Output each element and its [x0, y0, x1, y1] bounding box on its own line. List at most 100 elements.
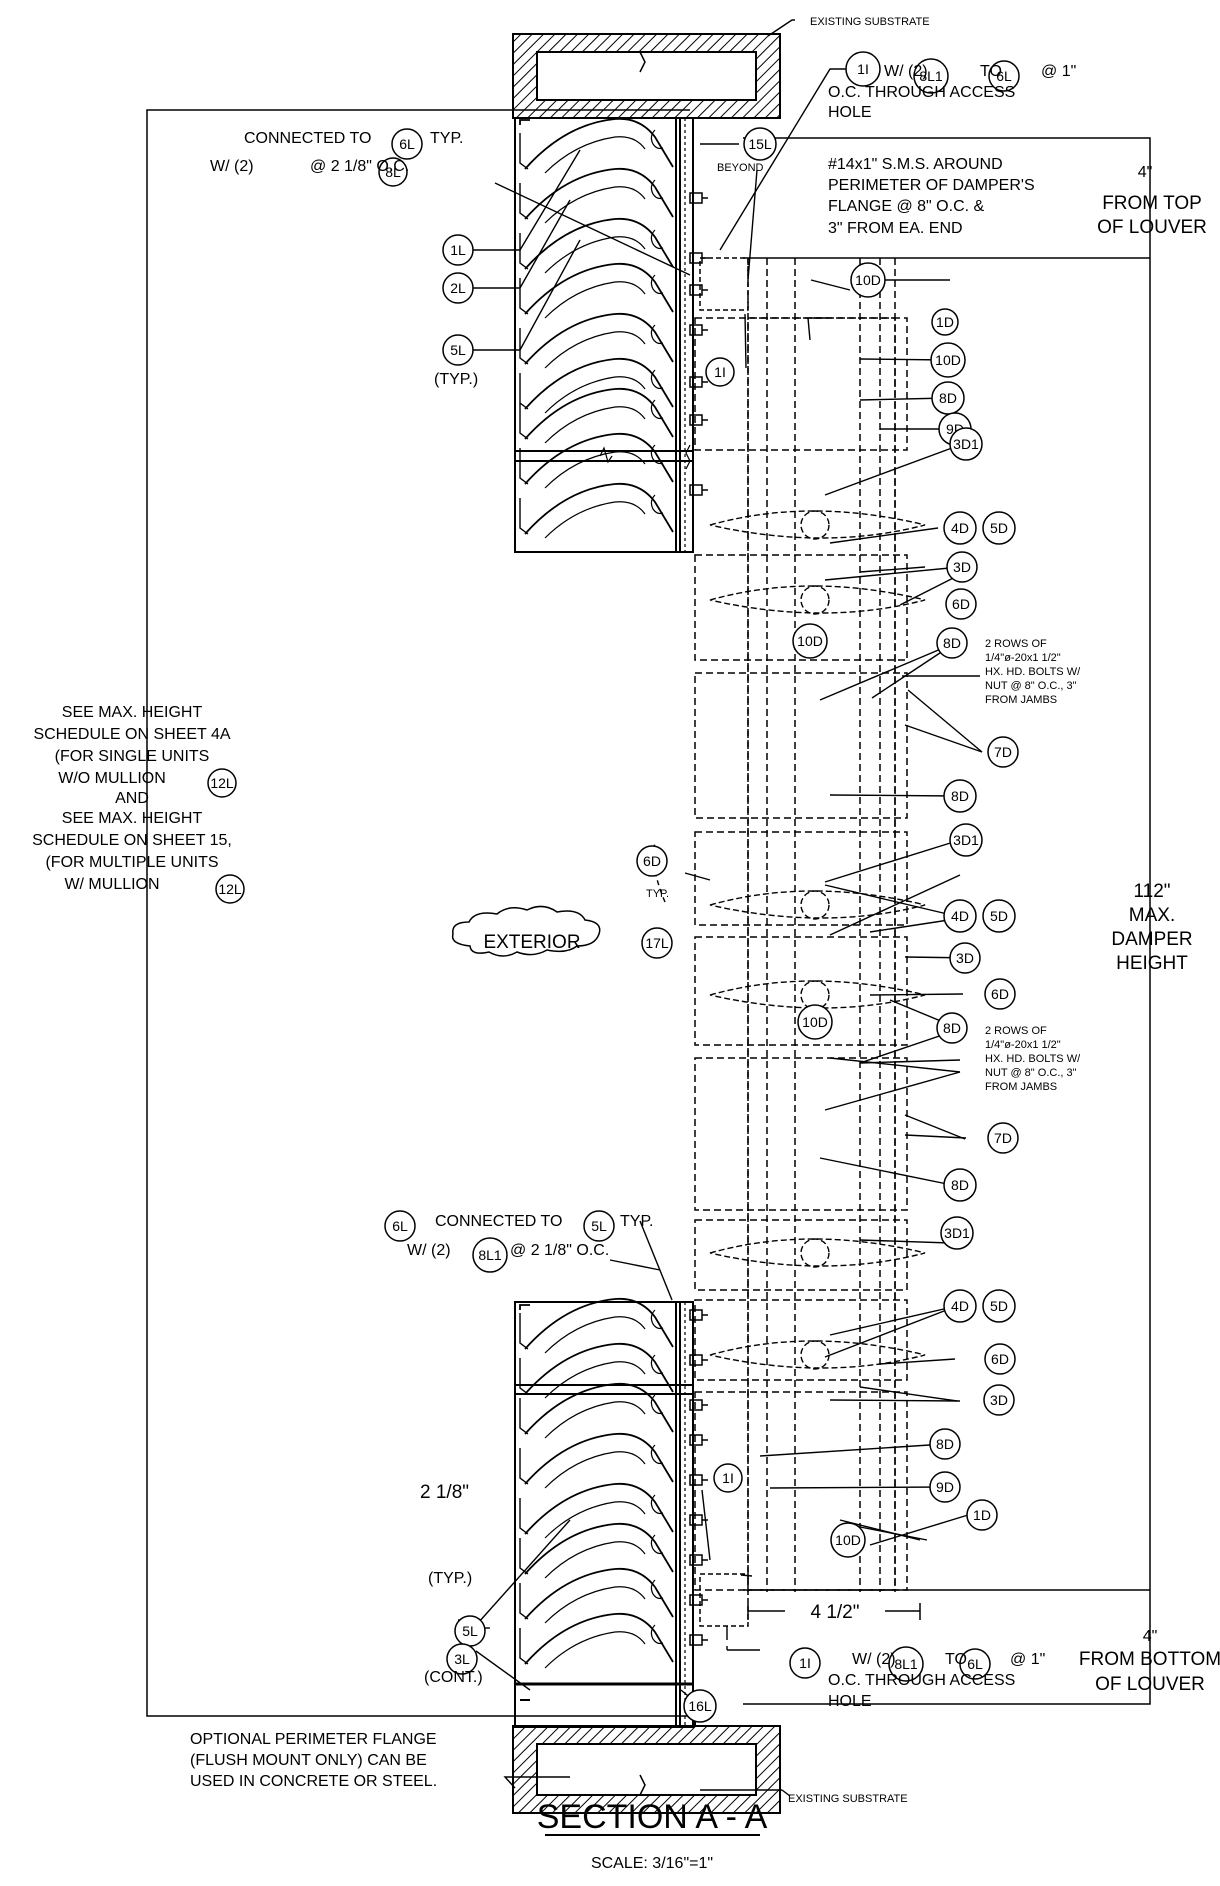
tag-5D: 5D [982, 511, 1016, 545]
tag-text-10D: 10D [935, 352, 961, 368]
screw [689, 414, 708, 426]
tag-1I: 1I [713, 1463, 743, 1493]
tag-text-1I: 1I [799, 1655, 811, 1671]
tag-8L1: 8L1 [913, 58, 949, 94]
conn-top-line-3: W/ (2) [210, 158, 254, 175]
tag-3D: 3D [983, 1384, 1015, 1416]
louver-blade [519, 1342, 674, 1399]
access-box-bottom [699, 1573, 749, 1627]
tag-9D: 9D [929, 1471, 961, 1503]
louver-blade [519, 1382, 674, 1439]
tag-5L: 5L [454, 1615, 486, 1647]
max-height-line-3: (FOR SINGLE UNITS [55, 748, 210, 765]
damper-frame [694, 258, 908, 1592]
damper-blade [709, 890, 926, 920]
exterior-label: EXTERIOR [483, 932, 580, 953]
louver-blade [519, 1432, 674, 1489]
damper-blade [709, 585, 926, 615]
tag-text-9D: 9D [936, 1479, 954, 1495]
tag-8D: 8D [936, 627, 968, 659]
damper-blade [709, 1340, 926, 1370]
screw [689, 284, 708, 296]
tag-16L: 16L [683, 1689, 717, 1723]
access-box-top [699, 257, 749, 311]
tag-text-8L1: 8L1 [894, 1656, 918, 1672]
louver-blade [519, 357, 674, 414]
tag-text-3D: 3D [990, 1392, 1008, 1408]
max-height-line-1: SEE MAX. HEIGHT [62, 704, 203, 721]
tag-text-6L: 6L [392, 1218, 408, 1234]
tag-text-8L1: 8L1 [919, 68, 943, 84]
tag-text-10D: 10D [797, 633, 823, 649]
tag-10D: 10D [830, 1522, 866, 1558]
tag-5L: 5L [442, 334, 474, 366]
damper-blades [709, 510, 926, 1370]
tag-text-2L: 2L [450, 280, 466, 296]
tag-text-3L: 3L [454, 1651, 470, 1667]
tag-text-3D1: 3D1 [953, 832, 979, 848]
tag-text-7D: 7D [994, 1130, 1012, 1146]
sms-line-3: FLANGE @ 8" O.C. & [828, 198, 985, 215]
tag-text-10D: 10D [855, 272, 881, 288]
typ-5L-bottom: (TYP.) [428, 1570, 472, 1587]
damper-casing [747, 317, 896, 1591]
bolts-top-line-3: HX. HD. BOLTS W/ [985, 666, 1081, 678]
louver-blades [519, 117, 674, 1669]
tag-10D: 10D [792, 623, 828, 659]
scale-label: SCALE: 3/16"=1" [591, 1855, 713, 1872]
labels: EXISTING SUBSTRATE EXISTING SUBSTRATE W/… [32, 16, 1220, 1872]
tag-text-8D: 8D [943, 1020, 961, 1036]
damper-height-value: 112" [1133, 881, 1170, 902]
tag-6L: 6L [988, 60, 1020, 92]
section-title: SECTION A - A [537, 1798, 768, 1836]
tag-text-8D: 8D [951, 788, 969, 804]
tag-text-5D: 5D [990, 1298, 1008, 1314]
tag-5L: 5L [583, 1210, 615, 1242]
max-height-line-7: SCHEDULE ON SHEET 15, [32, 832, 232, 849]
tag-8L1: 8L1 [888, 1646, 924, 1682]
tag-7D: 7D [987, 1122, 1019, 1154]
damper-height-line-3: DAMPER [1111, 929, 1192, 950]
damper-blade [709, 1238, 926, 1268]
sms-line-2: PERIMETER OF DAMPER'S [828, 177, 1035, 194]
tag-4D: 4D [943, 899, 977, 933]
right-dimensions [743, 137, 1151, 1705]
tag-17L: 17L [641, 927, 673, 959]
cont-3L: (CONT.) [424, 1669, 483, 1686]
tag-text-4D: 4D [951, 1298, 969, 1314]
tag-3D: 3D [949, 942, 981, 974]
tag-4D: 4D [943, 1289, 977, 1323]
max-height-line-6: SEE MAX. HEIGHT [62, 810, 203, 827]
louver-blade [519, 387, 674, 444]
upper-louver [514, 117, 694, 553]
tag-text-8D: 8D [936, 1436, 954, 1452]
max-height-line-2: SCHEDULE ON SHEET 4A [33, 726, 230, 743]
screw [689, 1554, 708, 1566]
louver-clip [519, 1304, 530, 1310]
tag-6D: 6D [984, 978, 1016, 1010]
tag-8D: 8D [929, 1428, 961, 1460]
tag-1D: 1D [966, 1499, 998, 1531]
damper-height-line-4: HEIGHT [1116, 953, 1188, 974]
louver-blade [519, 1612, 674, 1669]
max-height-line-4: W/O MULLION [58, 770, 166, 787]
substrate-top-label: EXISTING SUBSTRATE [810, 16, 930, 28]
access-top-line-1: W/ (2) [884, 63, 928, 80]
tag-5D: 5D [982, 1289, 1016, 1323]
tag-3D1: 3D1 [949, 427, 983, 461]
access-top-line-3: @ 1" [1041, 63, 1076, 80]
sms-line-1: #14x1" S.M.S. AROUND [828, 156, 1003, 173]
top-offset-line-2: FROM TOP [1102, 193, 1202, 214]
bottom-offset-value: 4" [1143, 1628, 1158, 1645]
offset-dimension: 4 1/2" [810, 1602, 859, 1623]
access-bottom-line-2: TO [945, 1651, 967, 1668]
tag-10D: 10D [930, 342, 966, 378]
beyond-label: BEYOND [717, 162, 764, 174]
tag-6L: 6L [384, 1210, 416, 1242]
tag-text-5L: 5L [450, 342, 466, 358]
damper-panel [694, 554, 908, 661]
louver-blade [519, 1482, 674, 1539]
screw [689, 1474, 708, 1486]
louver-blade [519, 117, 674, 174]
tag-4D: 4D [943, 511, 977, 545]
